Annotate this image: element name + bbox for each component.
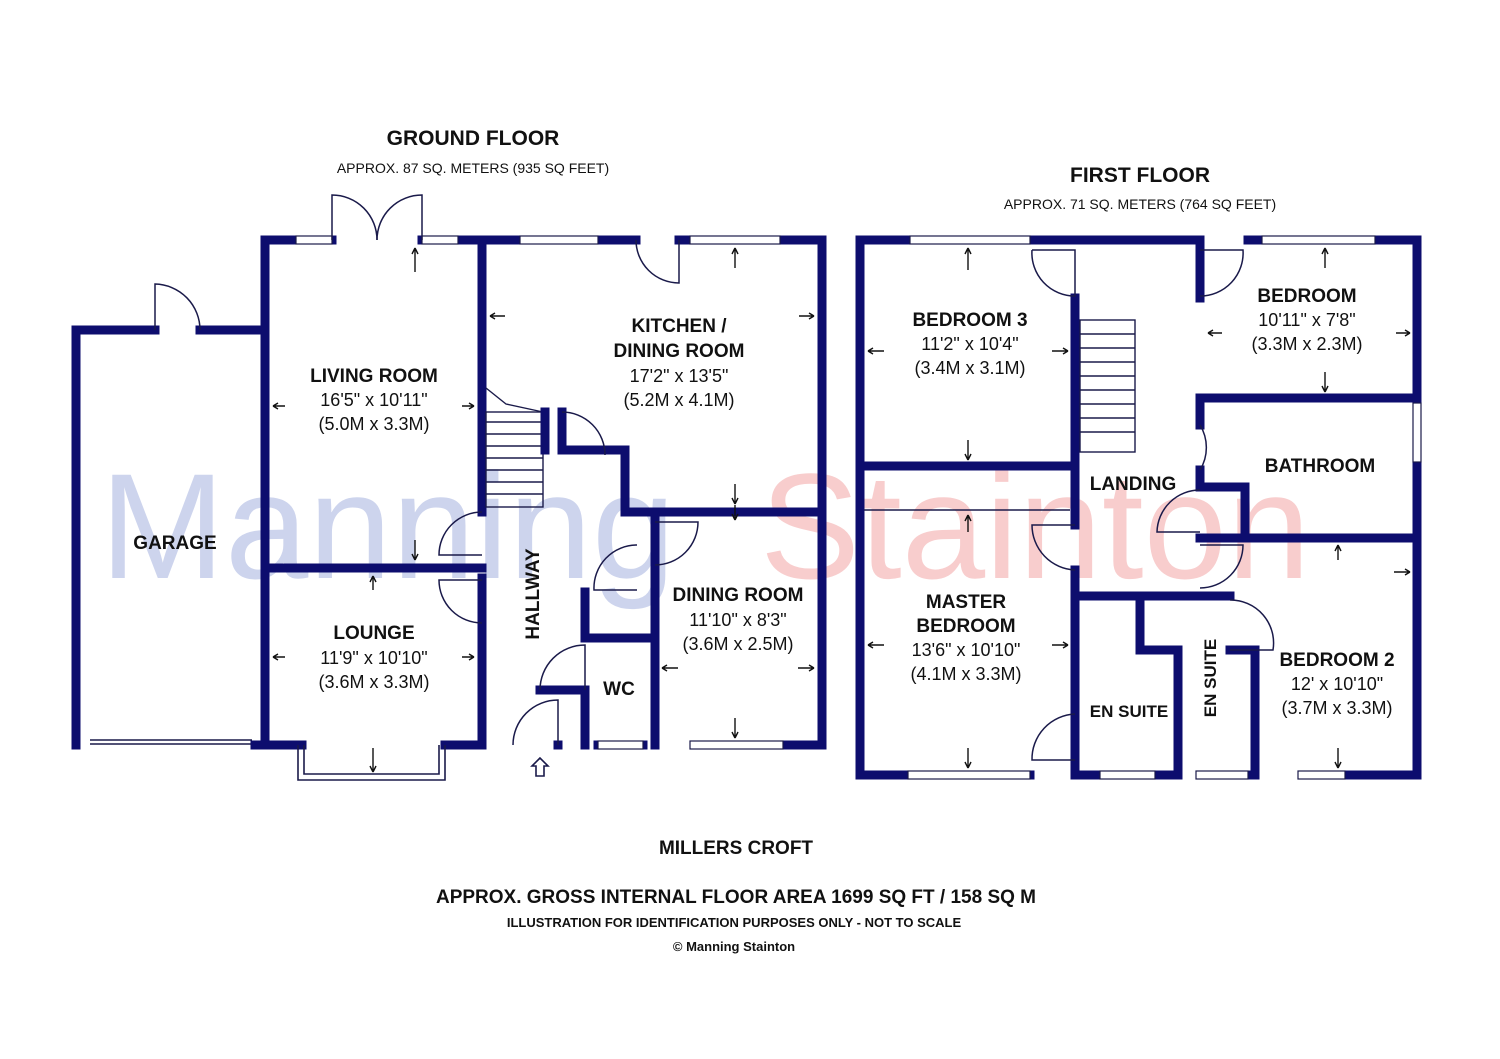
ground-floor-title: GROUND FLOOR [387,127,560,150]
ensuite2-door [1229,599,1275,651]
bedroom3-door [1031,249,1076,297]
ensuite1-label: EN SUITE [1090,702,1168,721]
first-floor-area: APPROX. 71 SQ. METERS (764 SQ FEET) [1004,196,1276,212]
lounge-imperial: 11'9" x 10'10" [320,648,427,668]
disclaimer: ILLUSTRATION FOR IDENTIFICATION PURPOSES… [507,915,962,930]
master-bedroom-metric: (4.1M x 3.3M) [910,664,1021,684]
bedroom-walls [1195,235,1422,540]
bedroom2-metric: (3.7M x 3.3M) [1281,698,1392,718]
first-floor-plan [855,235,1422,780]
dining-room-metric: (3.6M x 2.5M) [682,634,793,654]
garage-side-door [154,283,201,331]
landing-label: LANDING [1090,474,1177,495]
property-name: MILLERS CROFT [659,838,813,859]
lounge-metric: (3.6M x 3.3M) [318,672,429,692]
copyright: © Manning Stainton [673,939,795,954]
master-bedroom-imperial: 13'6" x 10'10" [912,640,1021,660]
first-floor-title: FIRST FLOOR [1070,164,1210,187]
kitchen-lower-walls [540,407,827,517]
front-door [512,699,559,746]
bedroom-label: BEDROOM [1257,286,1356,307]
living-room-imperial: 16'5" x 10'11" [320,390,427,410]
ground-floor-area: APPROX. 87 SQ. METERS (935 SQ FEET) [337,160,609,176]
bedroom3-walls [859,293,1080,780]
french-door-right [376,194,423,241]
bedroom-imperial: 10'11" x 7'8" [1258,310,1355,330]
bay-window [297,745,446,781]
hallway-label: HALLWAY [523,548,544,639]
french-door-left [331,194,378,241]
dining-room-label: DINING ROOM [673,585,804,606]
ensuite-walls [1070,591,1260,780]
dining-door [654,521,699,566]
garage-walls [71,325,270,750]
bedroom-metric: (3.3M x 2.3M) [1251,334,1362,354]
wc-walls [535,587,660,750]
cupboard-door [593,544,638,591]
bedroom3-imperial: 11'2" x 10'4" [921,334,1018,354]
garage-label: GARAGE [133,533,216,554]
ensuite-master-door [1031,713,1076,761]
bedroom2-door [1199,544,1244,589]
master-bedroom-label-1: MASTER [926,592,1007,613]
ground-floor-plan [71,194,827,781]
living-door [438,511,483,556]
lounge-label: LOUNGE [333,623,414,644]
bedroom3-metric: (3.4M x 3.1M) [914,358,1025,378]
bedroom3-label: BEDROOM 3 [912,310,1027,331]
bedroom2-label: BEDROOM 2 [1279,650,1394,671]
first-stairs [1079,319,1136,453]
kitchen-label-2: DINING ROOM [614,341,745,362]
kitchen-imperial: 17'2" x 13'5" [630,366,729,386]
lounge-door [438,579,483,624]
ensuite2-label: EN SUITE [1201,639,1220,717]
cupboard-door-2 [1156,489,1201,533]
kitchen-label-1: KITCHEN / [632,316,728,337]
master-door [1031,524,1076,571]
entrance-arrow-icon [530,756,550,777]
ground-dimension-arrows [272,247,815,773]
bedroom-door [1199,249,1244,297]
watermark-part1: Manning [100,442,675,610]
first-dimension-arrows [867,247,1411,769]
gross-floor-area: APPROX. GROSS INTERNAL FLOOR AREA 1699 S… [436,887,1036,908]
bedroom2-imperial: 12' x 10'10" [1291,674,1383,694]
wc-label: WC [603,679,635,700]
bathroom-door [1199,424,1208,471]
bathroom-label: BATHROOM [1265,456,1375,477]
kitchen-door [561,411,606,456]
ground-stairs [485,387,544,508]
master-bedroom-label-2: BEDROOM [916,616,1015,637]
kitchen-back-door [635,239,680,284]
living-room-metric: (5.0M x 3.3M) [318,414,429,434]
dining-room-imperial: 11'10" x 8'3" [689,610,786,630]
wc-door [539,644,586,691]
living-room-label: LIVING ROOM [310,366,438,387]
kitchen-metric: (5.2M x 4.1M) [623,390,734,410]
